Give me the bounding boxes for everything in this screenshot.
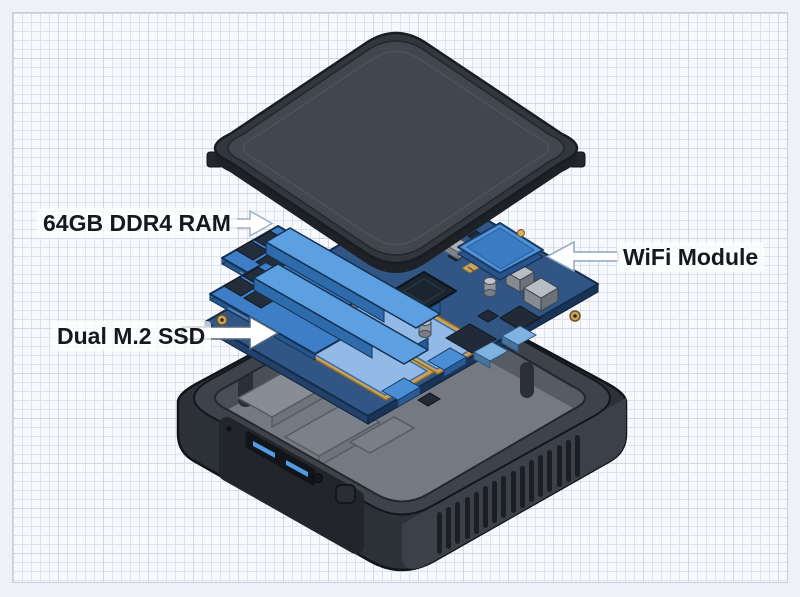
power-led-pinhole (226, 426, 232, 432)
wifi-screw (517, 229, 525, 237)
audio-jack (313, 473, 323, 483)
label-ssd: Dual M.2 SSD (51, 321, 212, 351)
screw-holes (216, 310, 581, 326)
front-io-panel (219, 417, 364, 554)
board-connectors (472, 325, 538, 369)
ram-stick (209, 261, 429, 365)
usb-port (278, 450, 316, 486)
top-lid (206, 31, 586, 273)
wifi-arrow (545, 240, 619, 273)
io-port-blocks (504, 263, 559, 312)
ram-modules (209, 225, 441, 365)
vent-slots (437, 435, 580, 554)
ram-heat-spreader (253, 263, 429, 365)
label-wifi: WiFi Module (617, 242, 765, 272)
power-button (335, 484, 356, 504)
lid-top-face (227, 40, 565, 256)
ram-heat-spreader (265, 227, 441, 329)
wifi-module-card (457, 222, 544, 281)
label-ram: 64GB DDR4 RAM (37, 208, 237, 238)
